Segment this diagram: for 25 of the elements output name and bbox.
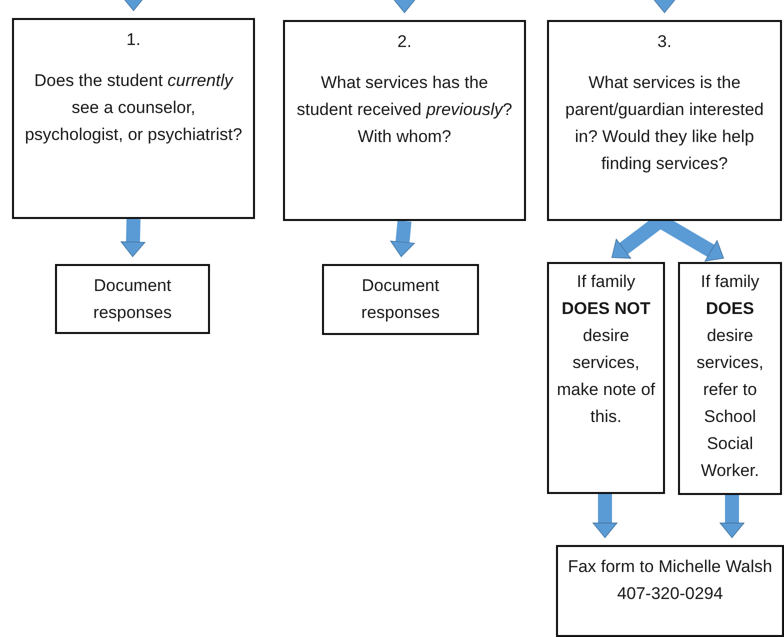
block-arrow	[652, 0, 677, 13]
step-box	[547, 20, 782, 221]
box-text: Document responses	[92, 275, 173, 324]
question-text: Does the student currently see a counselor, psychologist, or psychiatrist?	[24, 70, 244, 146]
block-arrow	[592, 494, 618, 538]
box-text: If family DOES desire services, refer to School Social Worker.	[695, 271, 765, 482]
process-box	[55, 264, 210, 334]
decision-box	[547, 262, 665, 494]
box-text: Fax form to Michelle Walsh 407-320-0294	[566, 556, 774, 605]
block-arrow	[120, 218, 146, 257]
step-number: 3.	[657, 31, 672, 53]
process-box	[322, 264, 479, 335]
question-text: What services is the parent/guardian interested in? Would they like help finding services?	[564, 72, 765, 175]
box-text: If family DOES NOT desire services, make note of this.	[556, 271, 656, 428]
block-arrow	[720, 495, 744, 538]
decision-box	[678, 262, 782, 495]
question-text: What services has the student received previously? With whom?	[296, 72, 514, 148]
process-box	[556, 545, 784, 637]
step-number: 1.	[126, 29, 141, 51]
step-box	[283, 20, 526, 221]
step-box	[12, 18, 255, 219]
block-arrow	[392, 0, 417, 13]
block-arrow	[390, 220, 415, 258]
box-text: Document responses	[360, 275, 441, 324]
step-number: 2.	[397, 31, 412, 53]
